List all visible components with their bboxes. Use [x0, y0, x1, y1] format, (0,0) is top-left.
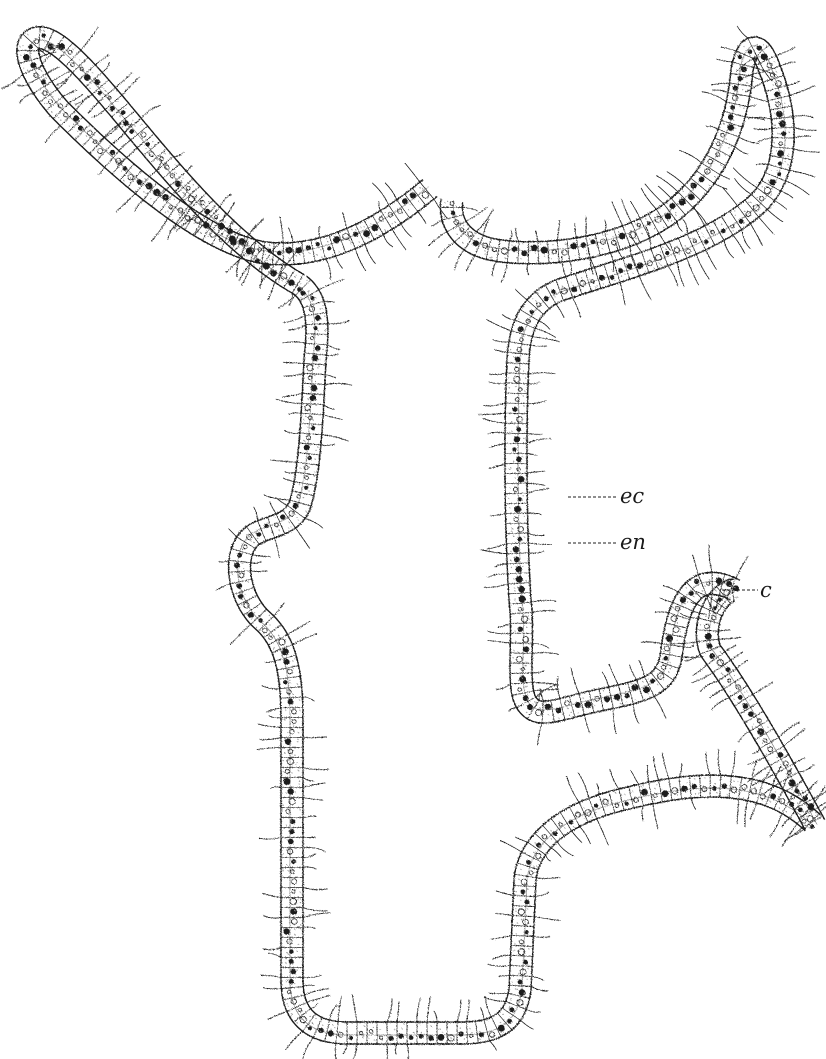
- ciliated-epithelium-tracks: [2, 26, 826, 1059]
- label-c: c: [760, 578, 772, 602]
- section-right-arm: [451, 48, 783, 713]
- label-en: en: [620, 530, 646, 554]
- label-en-group: en: [568, 530, 646, 554]
- label-ec: ec: [620, 484, 644, 508]
- label-ec-group: ec: [568, 484, 644, 508]
